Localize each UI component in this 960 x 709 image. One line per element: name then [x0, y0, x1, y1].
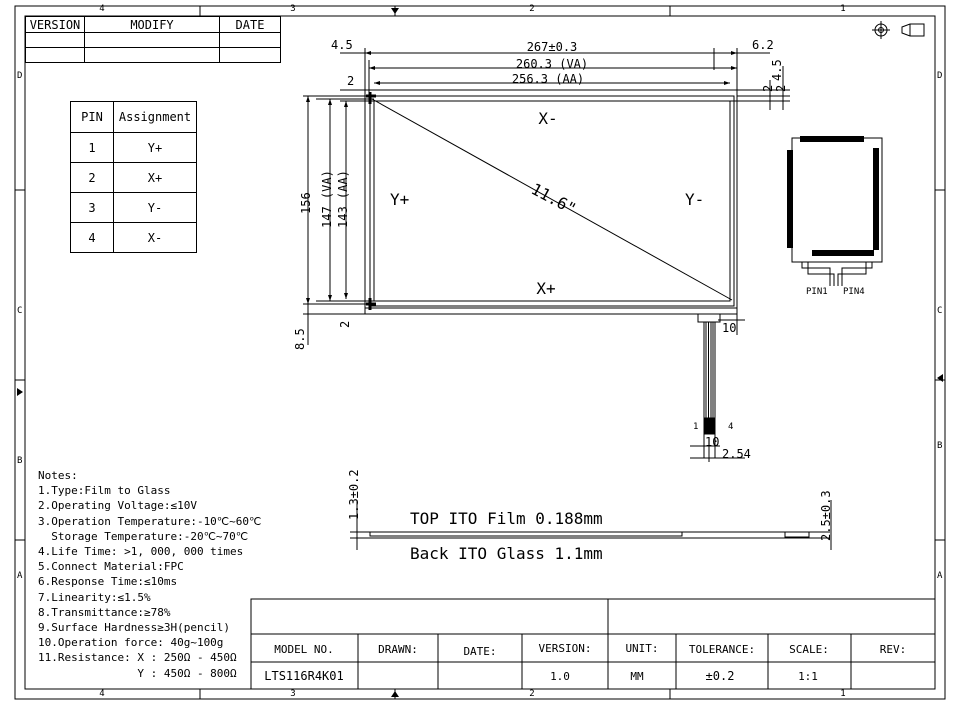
title-header-unit: UNIT:	[625, 642, 659, 655]
electrode-label-right: Y-	[685, 190, 705, 209]
revision-table: VERSION MODIFY DATE	[25, 16, 281, 63]
zone-right-b: B	[937, 441, 943, 451]
scale-value: 1:1	[798, 670, 818, 683]
note-line: 4.Life Time: >1, 000, 000 times	[38, 545, 244, 559]
side-label-bottom: Back ITO Glass 1.1mm	[410, 544, 603, 563]
pin-assignment: X-	[113, 222, 197, 253]
note-line: 9.Surface Hardness≥3H(pencil)	[38, 621, 231, 635]
unit-value: MM	[630, 670, 644, 683]
fpc-dim-10: 10	[705, 435, 720, 449]
electrode-label-bottom: X+	[536, 279, 556, 298]
model-number: LTS116R4K01	[264, 669, 344, 683]
revision-cell	[219, 47, 281, 63]
dim-tail-10: 10	[722, 321, 737, 335]
side-label-top: TOP ITO Film 0.188mm	[410, 509, 603, 528]
note-line: 5.Connect Material:FPC	[38, 560, 184, 574]
dim-va-width: 260.3 (VA)	[515, 57, 589, 71]
zone-left-c: C	[17, 306, 23, 316]
electrode-pattern-inset	[787, 136, 883, 286]
electrode-label-top: X-	[538, 109, 558, 128]
zone-right-d: D	[937, 71, 943, 81]
zone-top-2: 2	[529, 4, 535, 14]
dim-left-offset: 2	[347, 74, 355, 88]
fpc-pin-1: 1	[693, 422, 699, 432]
dim-top-left: 4.5	[331, 38, 353, 52]
zone-right-c: C	[937, 306, 943, 316]
zone-left-b: B	[17, 456, 23, 466]
note-line: Storage Temperature:-20℃~70℃	[38, 529, 249, 543]
zone-top-3: 3	[290, 4, 296, 14]
title-header-date: DATE:	[463, 645, 497, 658]
zone-right-a: A	[937, 571, 943, 581]
note-line: 1.Type:Film to Glass	[38, 484, 171, 498]
inset-pin4-label: PIN4	[843, 287, 865, 297]
pin-number: 1	[70, 132, 114, 163]
pin-assignment: X+	[113, 162, 197, 193]
zone-left-a: A	[17, 571, 23, 581]
zone-left-d: D	[17, 71, 23, 81]
dim-top-right: 6.2	[752, 38, 774, 52]
note-line: 7.Linearity:≤1.5%	[38, 590, 151, 604]
projection-symbol-icon	[872, 21, 925, 39]
title-header-version: VERSION:	[538, 642, 592, 655]
dim-aa-width: 256.3 (AA)	[511, 72, 585, 86]
note-line: Y : 450Ω - 800Ω	[38, 666, 237, 680]
pin-assignment: Y+	[113, 132, 197, 163]
revision-header-modify: MODIFY	[84, 16, 220, 33]
assignment-header: Assignment	[113, 101, 197, 133]
zone-top-1: 1	[840, 4, 846, 14]
zone-bottom-3: 3	[290, 689, 296, 699]
zone-bottom-4: 4	[99, 689, 105, 699]
revision-header-version: VERSION	[25, 16, 85, 33]
dim-overall-width: 267±0.3	[526, 40, 578, 54]
note-line: 2.Operating Voltage:≤10V	[38, 499, 197, 513]
pin-number: 4	[70, 222, 114, 253]
title-header-tolerance: TOLERANCE:	[688, 643, 756, 656]
note-line: 3.Operation Temperature:-10℃~60℃	[38, 514, 262, 528]
fpc-dim-2-54: 2.54	[722, 447, 751, 461]
electrode-label-left: Y+	[390, 190, 410, 209]
zone-bottom-2: 2	[529, 689, 535, 699]
pin-number: 3	[70, 192, 114, 223]
version-value: 1.0	[550, 670, 570, 683]
title-header-rev: REV:	[879, 643, 907, 656]
note-line: 6.Response Time:≤10ms	[38, 575, 178, 589]
inset-pin1-label: PIN1	[806, 287, 828, 297]
note-line: 8.Transmittance:≥78%	[38, 605, 171, 619]
tolerance-value: ±0.2	[705, 669, 735, 683]
zone-top-4: 4	[99, 4, 105, 14]
notes-block: Notes: 1.Type:Film to Glass 2.Operating …	[38, 468, 261, 681]
pin-number: 2	[70, 162, 114, 193]
notes-title: Notes:	[38, 469, 78, 482]
zone-bottom-1: 1	[840, 689, 846, 699]
pin-header: PIN	[70, 101, 114, 133]
note-line: 10.Operation force: 40g~100g	[38, 636, 224, 650]
fpc-pin-4: 4	[728, 422, 734, 432]
note-line: 11.Resistance: X : 250Ω - 450Ω	[38, 651, 237, 665]
title-header-scale: SCALE:	[789, 643, 829, 656]
title-header-drawn: DRAWN:	[378, 643, 418, 656]
title-header-model: MODEL NO.	[274, 643, 334, 656]
pin-assignment: Y-	[113, 192, 197, 223]
